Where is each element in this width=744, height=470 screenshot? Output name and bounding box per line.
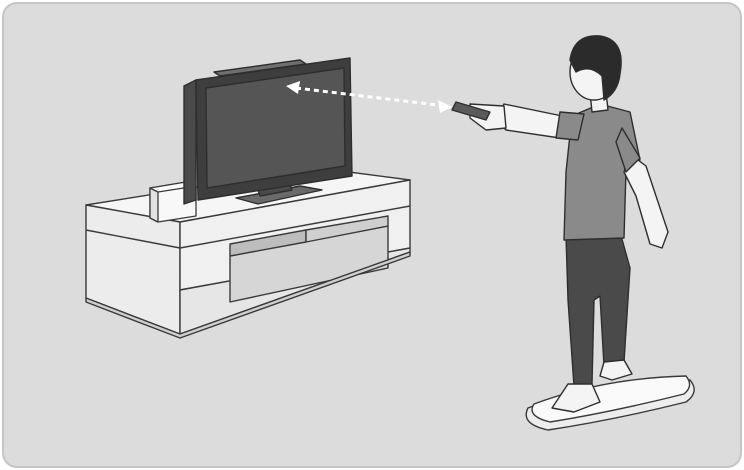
- illustration-canvas: [0, 0, 744, 470]
- illustration-frame: [0, 0, 744, 470]
